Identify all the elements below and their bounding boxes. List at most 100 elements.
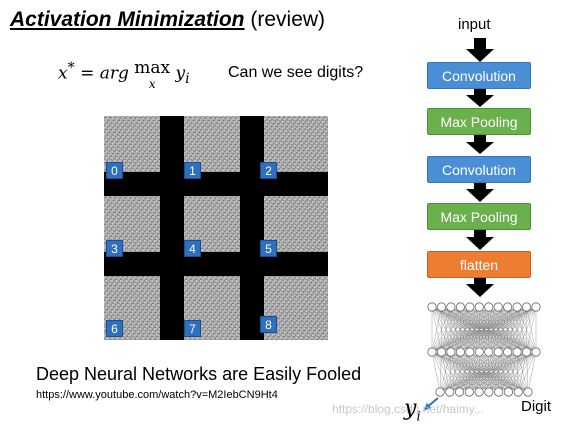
noise-cell-8 — [264, 276, 328, 340]
network-node — [455, 347, 465, 357]
watermark-text: https://blog.csdn.net/haimy... — [332, 402, 484, 416]
network-node — [521, 347, 532, 357]
network-node — [454, 387, 465, 397]
network-node — [474, 347, 484, 357]
network-node — [436, 347, 447, 357]
network-edge — [508, 351, 537, 393]
network-edge — [439, 351, 470, 393]
formula-max: max x — [134, 58, 171, 91]
network-node — [484, 387, 494, 397]
network-edge — [431, 306, 518, 353]
arrow-down-icon — [466, 38, 494, 62]
network-edge — [439, 351, 499, 393]
network-edge — [488, 351, 537, 393]
title-sub: (review) — [250, 8, 326, 31]
network-node — [494, 387, 504, 397]
stage-maxpool-2: Max Pooling — [427, 203, 531, 230]
network-edge — [507, 306, 537, 353]
network-edge — [439, 351, 480, 393]
network-edge — [516, 306, 537, 353]
stage-flatten: flatten — [427, 251, 531, 278]
network-node — [512, 347, 522, 357]
cell-label-2: 2 — [260, 162, 277, 179]
network-edge — [498, 306, 537, 353]
network-node — [445, 387, 455, 397]
arrowhead-icon — [423, 403, 431, 411]
network-edge — [518, 351, 537, 393]
formula-x: x — [58, 63, 68, 84]
cell-label-7: 7 — [184, 320, 201, 337]
cell-label-8: 8 — [260, 316, 277, 333]
fooled-caption: Deep Neural Networks are Easily Fooled — [36, 364, 362, 384]
network-edge — [431, 306, 442, 353]
network-edge — [439, 351, 527, 393]
network-node — [427, 347, 437, 357]
network-edge — [439, 351, 518, 393]
network-edge — [469, 351, 537, 393]
network-node — [531, 302, 541, 312]
network-edge — [431, 306, 452, 353]
network-edge — [459, 351, 537, 393]
network-node — [493, 302, 503, 312]
network-edge — [479, 351, 537, 393]
network-node — [503, 302, 513, 312]
cell-label-6: 6 — [106, 320, 123, 337]
network-node — [503, 387, 514, 397]
video-link[interactable]: https://www.youtube.com/watch?v=M2IebCN9… — [36, 389, 278, 401]
network-node — [503, 347, 513, 357]
arrow-down-icon — [466, 277, 494, 297]
output-var-sub: i — [416, 409, 421, 425]
noise-cell-5 — [264, 196, 328, 252]
network-node — [464, 387, 474, 397]
network-edge — [498, 351, 537, 393]
cell-label-0: 0 — [106, 162, 123, 179]
arrow-down-icon — [466, 229, 494, 250]
network-edge — [488, 306, 537, 353]
network-edge — [439, 351, 442, 393]
network-node — [455, 302, 465, 312]
network-node — [484, 302, 494, 312]
formula-max-text: max — [134, 58, 171, 78]
formula-y: y — [175, 63, 186, 84]
arrow-down-icon — [466, 87, 494, 107]
stage-convolution-2: Convolution — [427, 156, 531, 183]
formula-star: * — [67, 60, 75, 76]
network-node — [446, 302, 456, 312]
network-edge — [439, 351, 461, 393]
cell-label-1: 1 — [184, 162, 201, 179]
cell-label-4: 4 — [184, 240, 201, 257]
network-node — [474, 387, 484, 397]
network-node — [474, 302, 484, 312]
output-var: y — [404, 396, 417, 421]
argmax-formula: x* = arg max x yi — [58, 58, 190, 91]
slide-title: Activation Minimization (review) — [10, 8, 325, 32]
network-edge — [431, 306, 461, 353]
title-main: Activation Minimization — [10, 8, 245, 31]
network-edge — [460, 306, 537, 353]
question-text: Can we see digits? — [228, 64, 364, 81]
network-node — [436, 302, 447, 312]
network-edge — [479, 306, 537, 353]
cell-label-5: 5 — [260, 240, 277, 257]
arrow-down-icon — [466, 182, 494, 202]
network-node — [446, 347, 456, 357]
network-edge — [439, 351, 489, 393]
output-label: Digit — [521, 398, 552, 415]
network-nodes — [427, 302, 541, 397]
arrow-down-icon — [466, 134, 494, 154]
network-node — [512, 302, 522, 312]
network-edge — [526, 306, 537, 353]
formula-y-sub: i — [185, 71, 190, 88]
network-node — [465, 347, 475, 357]
network-edge — [449, 351, 537, 393]
network-edge — [439, 351, 537, 393]
output-variable: yi — [404, 396, 421, 424]
formula-arg: arg — [99, 63, 129, 84]
cell-label-3: 3 — [106, 240, 123, 257]
network-edge — [431, 306, 470, 353]
network-node — [465, 302, 475, 312]
network-node — [493, 347, 503, 357]
network-edge — [439, 351, 452, 393]
network-edge — [431, 306, 527, 353]
